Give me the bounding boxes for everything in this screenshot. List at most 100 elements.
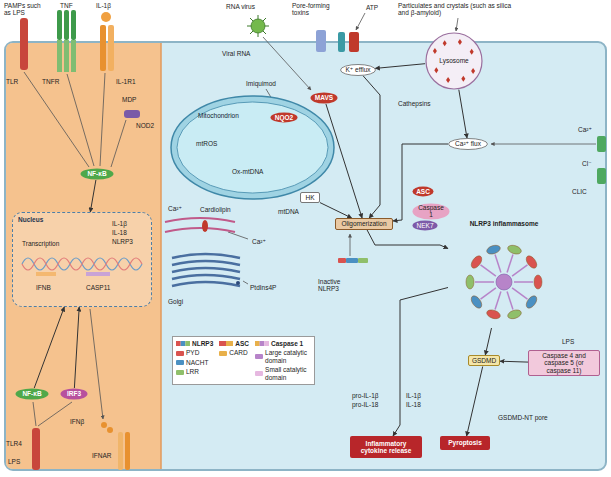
- ellipse-shape: [311, 93, 338, 104]
- rect-shape: [185, 341, 190, 346]
- line-shape: [507, 292, 513, 310]
- er-and-golgi-part: [172, 282, 240, 286]
- legend-swatch: [219, 351, 227, 356]
- receptor-symbols-part: [124, 110, 140, 118]
- text-label: Ox-mtDNA: [232, 168, 263, 175]
- virus-symbol-part: [247, 15, 269, 37]
- er-and-golgi-part: [172, 261, 240, 265]
- cell-body: [5, 42, 606, 470]
- signal-wires-part: [350, 234, 351, 256]
- text-label: TLR: [6, 78, 18, 85]
- node-text: ASC: [416, 188, 430, 195]
- text-label: Inactive NLRP3: [318, 278, 358, 293]
- ellipse-shape: [341, 65, 376, 76]
- ellipse-shape: [524, 294, 539, 310]
- ion-flux-oval: Ca²⁺ flux: [448, 138, 488, 150]
- virus-symbol-part-part: [250, 18, 266, 34]
- node-text: Inflammatory cytokine release: [353, 440, 419, 455]
- text-label: GSDMD-NT pore: [498, 414, 548, 421]
- transcription-factor: NF-κB: [15, 388, 49, 400]
- ellipse-shape: [177, 102, 328, 193]
- rect-shape: [226, 341, 233, 346]
- text-label: CLIC: [572, 188, 587, 195]
- text-label: Cl⁻: [582, 160, 592, 167]
- text-label: IL-18: [406, 401, 421, 408]
- er-and-golgi-part: [172, 254, 240, 258]
- ellipse-shape: [486, 244, 502, 256]
- outcome-box: Pyroptosis: [440, 436, 490, 450]
- text-label: Ca²⁺: [578, 126, 592, 133]
- er-and-golgi-part: [172, 268, 240, 272]
- node-outline: [170, 95, 335, 200]
- legend-text: NACHT: [186, 359, 208, 366]
- enzyme-oval: NQO2: [270, 112, 298, 123]
- signal-wires-part: [100, 73, 105, 166]
- ellipse-shape: [413, 221, 438, 231]
- text-label: Ca²⁺: [168, 205, 182, 212]
- legend-entry: Small catalytic domain: [255, 366, 311, 381]
- ellipse-shape: [507, 244, 523, 256]
- inactive-nlrp3-symbol: [338, 258, 368, 263]
- path-shape: [446, 77, 450, 83]
- receptor-symbols-part: [57, 40, 62, 72]
- node-text: Nucleus: [18, 216, 43, 223]
- text-label: TNF: [60, 2, 73, 9]
- legend-swatch: [176, 351, 184, 356]
- inactive-nlrp3-symbol-part: [346, 258, 358, 263]
- node-text: Pyroptosis: [448, 439, 482, 446]
- text-label: ATP: [366, 4, 378, 11]
- legend-text: LRR: [186, 368, 199, 375]
- path-shape: [461, 76, 465, 82]
- signal-wires-part: [228, 232, 248, 239]
- virus-symbol-part: [251, 19, 265, 33]
- node-text: NF-κB: [22, 390, 41, 397]
- outcome-box: Inflammatory cytokine release: [350, 436, 422, 458]
- line-shape: [481, 288, 496, 299]
- receptor-symbols-part: [316, 30, 326, 52]
- node-text: Mitochondrion: [198, 112, 239, 119]
- lysosome: Lysosome: [425, 32, 483, 90]
- ellipse-shape: [486, 308, 502, 320]
- node-text: NLRP3 inflammasome: [470, 220, 539, 227]
- receptor-symbols-part: [71, 10, 76, 40]
- rect-shape: [181, 341, 186, 346]
- line-shape: [495, 254, 501, 272]
- mitochondrion: Mitochondrion NQO2: [170, 95, 335, 200]
- text-label: PAMPs such as LPS: [4, 2, 48, 17]
- text-label: IFNAR: [92, 452, 112, 459]
- text-label: pro-IL-1β: [352, 392, 379, 399]
- text-label: Cathepsins: [398, 100, 431, 107]
- ellipse-shape: [469, 254, 484, 270]
- signal-wires-part: [491, 144, 596, 145]
- arrow-connector: [363, 76, 380, 218]
- text-label: mtROS: [196, 140, 217, 147]
- receptor-symbols-part: [101, 12, 111, 22]
- text-label: Imiquimod: [246, 80, 276, 87]
- path-shape: [434, 67, 438, 73]
- line-shape: [495, 292, 501, 310]
- text-label: TNFR: [42, 78, 59, 85]
- signal-wires-part: [38, 402, 72, 426]
- legend-swatch: [255, 371, 263, 376]
- er-and-golgi-part: [172, 275, 240, 279]
- legend-entry: ASC: [219, 340, 249, 347]
- inactive-nlrp3-symbol-part: [338, 258, 346, 263]
- text-label: pro-IL-18: [352, 401, 378, 408]
- ellipse-shape: [413, 204, 450, 220]
- legend-swatch: [176, 360, 184, 365]
- arrow-connector: [74, 307, 79, 388]
- rect-shape: [176, 341, 181, 346]
- text-label: mtDNA: [278, 208, 299, 215]
- path-shape: [458, 39, 462, 45]
- rect-shape: [255, 341, 260, 346]
- circle-shape: [496, 274, 512, 290]
- node-text: Caspase 1: [417, 204, 445, 219]
- cell-body-part: [5, 42, 606, 470]
- receptor-symbols-part: [108, 25, 114, 71]
- legend-entry: CARD: [219, 349, 249, 356]
- path-shape: [471, 68, 475, 74]
- cell-body-part: [6, 43, 161, 469]
- receptor-symbols-part: [71, 40, 76, 72]
- legend-entry: NACHT: [176, 359, 213, 366]
